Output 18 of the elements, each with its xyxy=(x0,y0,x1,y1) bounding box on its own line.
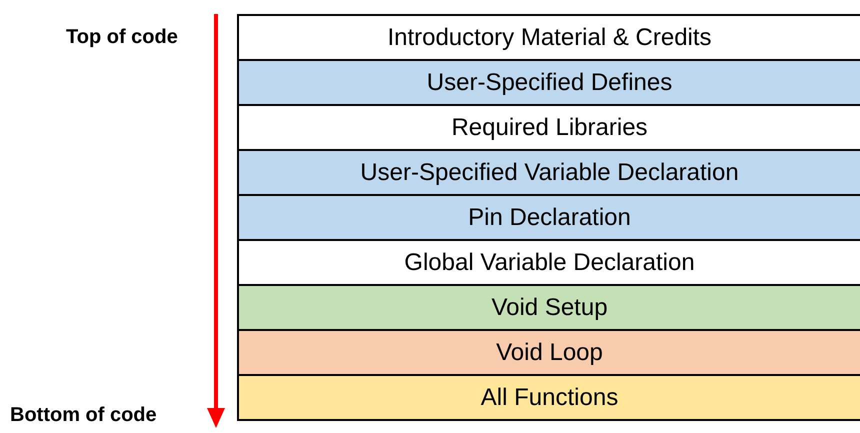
section-box xyxy=(237,194,860,241)
section-label: Void Setup xyxy=(491,292,608,322)
section-label: All Functions xyxy=(480,382,618,412)
section-label: User-Specified Defines xyxy=(426,68,672,98)
section-label: Introductory Material & Credits xyxy=(387,22,712,52)
top-label: Top of code xyxy=(66,25,178,50)
section-box xyxy=(237,149,860,196)
section-label: User-Specified Variable Declaration xyxy=(360,158,739,188)
section-box xyxy=(237,284,860,331)
section-box xyxy=(237,329,860,376)
section-label: Global Variable Declaration xyxy=(404,248,695,278)
section-box xyxy=(237,374,860,421)
section-box xyxy=(237,59,860,106)
section-box xyxy=(237,14,860,61)
bottom-label: Bottom of code xyxy=(10,403,157,428)
section-label: Pin Declaration xyxy=(468,202,631,232)
section-label: Required Libraries xyxy=(451,112,648,142)
section-label: Void Loop xyxy=(496,338,603,368)
